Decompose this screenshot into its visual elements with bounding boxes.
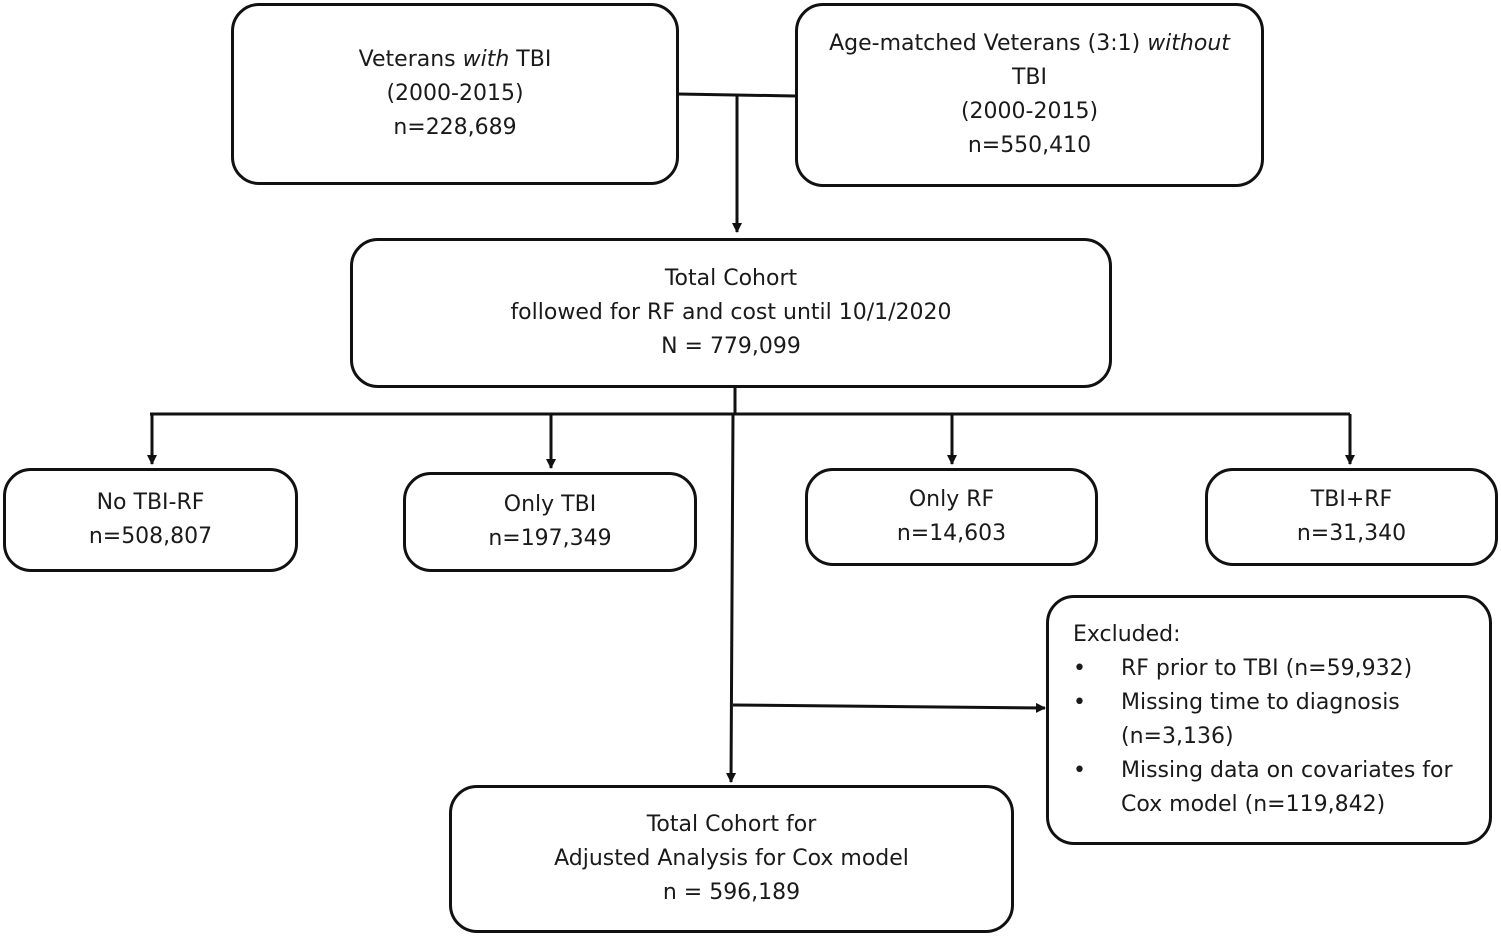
total-cohort-subtitle: followed for RF and cost until 10/1/2020 [510,300,952,325]
excluded-box: Excluded: RF prior to TBI (n=59,932) Mis… [1046,595,1492,845]
only-rf-count: n=14,603 [896,521,1007,546]
final-cohort-box: Total Cohort for Adjusted Analysis for C… [449,785,1014,933]
excluded-item-missing-covariates-count: Cox model (n=119,842) [1121,792,1386,817]
veterans-with-tbi-title: Veterans with TBI [358,47,552,72]
total-cohort-box: Total Cohort followed for RF and cost un… [350,238,1112,388]
final-cohort-title: Total Cohort for [646,812,817,837]
tbi-rf-label: TBI+RF [1310,487,1393,512]
total-cohort-title: Total Cohort [664,266,798,291]
veterans-without-tbi-box: Age-matched Veterans (3:1) without TBI (… [795,3,1264,187]
no-tbi-rf-box: No TBI-RF n=508,807 [3,468,298,572]
only-tbi-label: Only TBI [503,492,597,517]
total-cohort-count: N = 779,099 [661,334,801,359]
no-tbi-rf-count: n=508,807 [88,524,213,549]
no-tbi-rf-label: No TBI-RF [96,490,205,515]
only-rf-box: Only RF n=14,603 [805,468,1098,566]
only-rf-label: Only RF [908,487,995,512]
tbi-rf-count: n=31,340 [1296,521,1407,546]
excluded-item-missing-time-count: (n=3,136) [1121,724,1234,749]
final-cohort-count: n = 596,189 [662,880,801,905]
only-tbi-box: Only TBI n=197,349 [403,472,697,572]
excluded-item-rf-prior: RF prior to TBI (n=59,932) [1073,652,1412,686]
veterans-without-tbi-title: Age-matched Veterans (3:1) without [829,31,1230,56]
excluded-item-missing-time: Missing time to diagnosis [1073,686,1400,720]
veterans-without-tbi-years: (2000-2015) [960,99,1099,124]
only-tbi-count: n=197,349 [488,526,612,551]
tbi-rf-box: TBI+RF n=31,340 [1205,468,1498,566]
veterans-with-tbi-count: n=228,689 [393,115,517,140]
arrow-to-final [726,413,737,783]
excluded-title: Excluded: [1073,622,1181,647]
veterans-without-tbi-title-cont: TBI [1011,65,1048,90]
arrow-to-excluded [732,702,1046,713]
veterans-without-tbi-count: n=550,410 [967,133,1092,158]
veterans-with-tbi-box: Veterans with TBI (2000-2015) n=228,689 [231,3,679,185]
final-cohort-subtitle: Adjusted Analysis for Cox model [554,846,909,871]
excluded-item-missing-covariates: Missing data on covariates for [1073,754,1453,788]
veterans-with-tbi-years: (2000-2015) [386,81,524,106]
